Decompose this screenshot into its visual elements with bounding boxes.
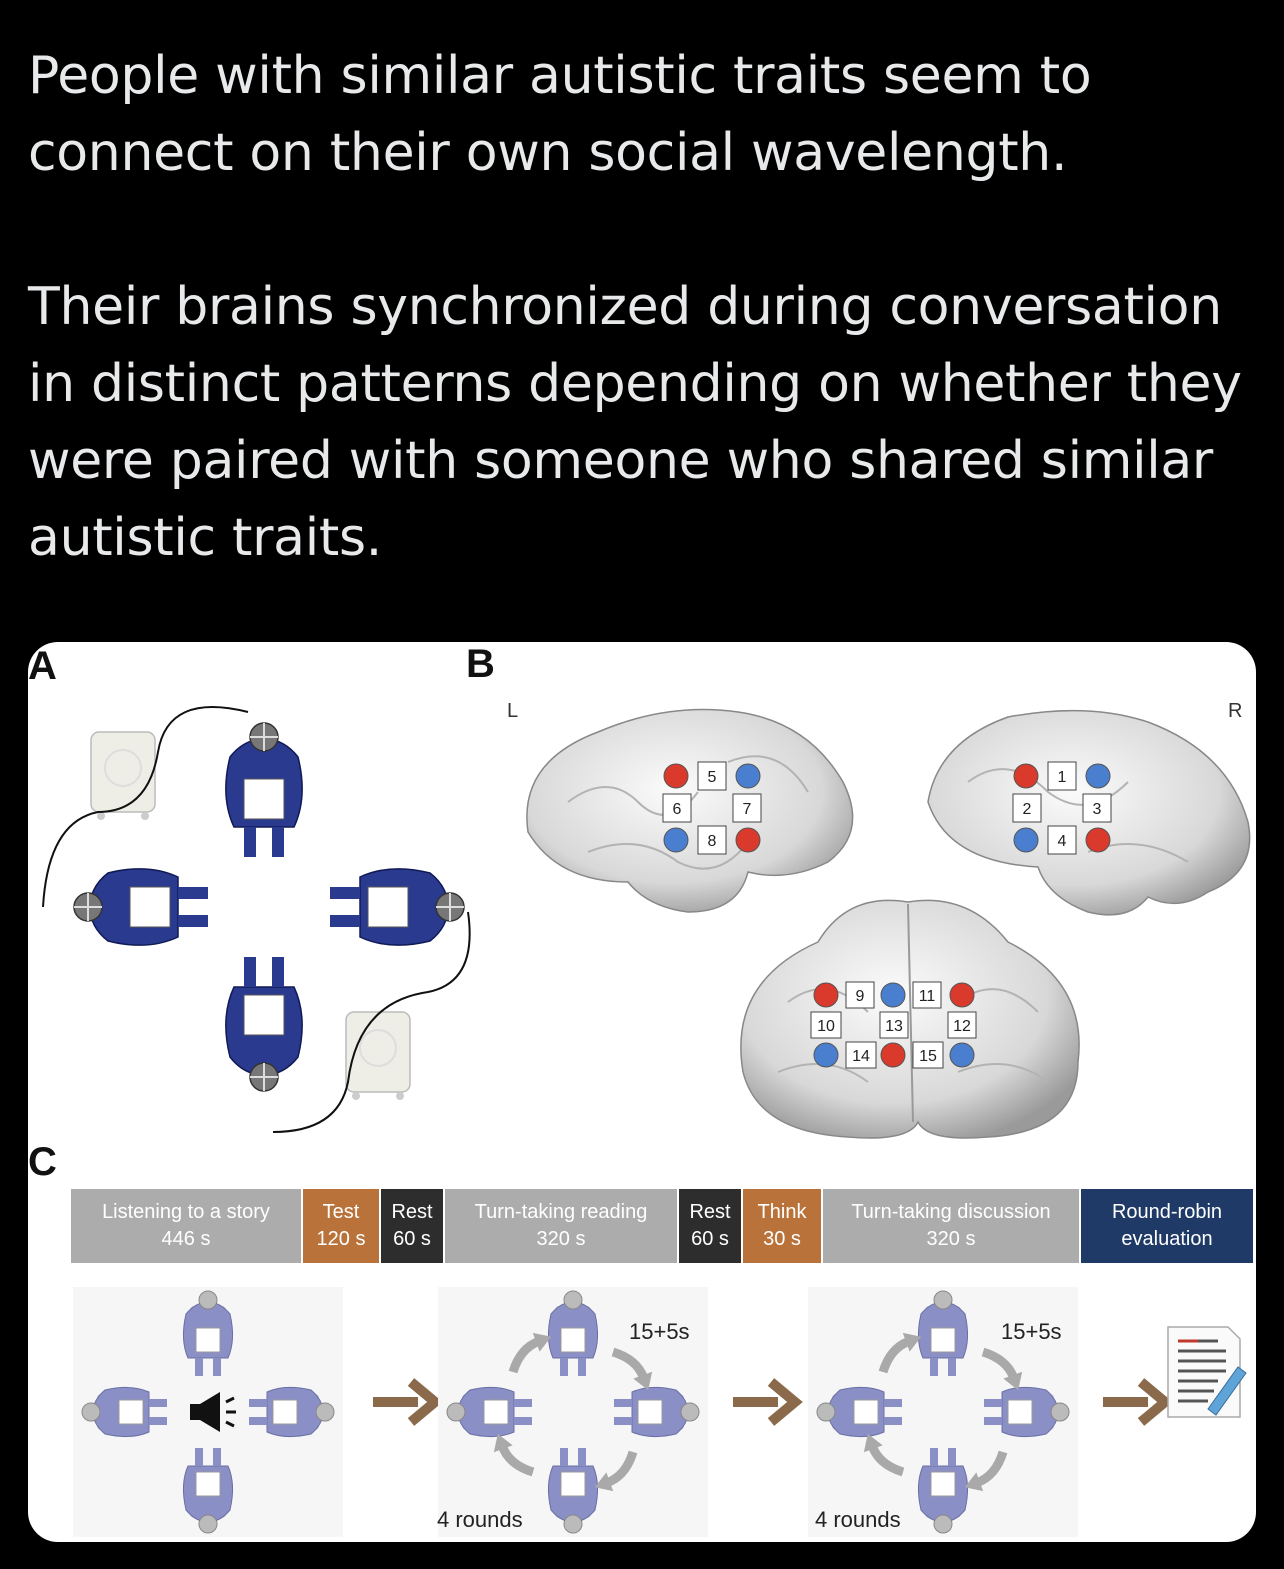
- rounds-label: 4 rounds: [815, 1507, 901, 1532]
- phase-duration: 446 s: [161, 1228, 211, 1250]
- tweet-paragraph: People with similar autistic traits seem…: [28, 46, 1092, 183]
- phase-name: Listening to a story: [102, 1201, 270, 1223]
- figure-image[interactable]: A B C L R: [28, 642, 1256, 1542]
- phase-timeline: Listening to a story 446 s Test 120 s Re…: [71, 1189, 1253, 1263]
- left-hemisphere-label: L: [507, 700, 519, 722]
- panel-a-setup-illustration: [42, 706, 471, 1133]
- turn-time-label: 15+5s: [1001, 1319, 1062, 1344]
- phase-name: Test: [322, 1201, 360, 1223]
- phase-test: Test 120 s: [303, 1189, 381, 1263]
- phase-round-robin: Round-robin evaluation: [1081, 1189, 1253, 1263]
- discussion-diagram: [808, 1287, 1078, 1537]
- tweet-paragraph: Their brains synchronized during convers…: [28, 277, 1242, 568]
- channel-label: 14: [852, 1048, 870, 1065]
- phase-turn-taking-discussion: Turn-taking discussion 320 s: [823, 1189, 1081, 1263]
- optode-grid-right: 1 2 3 4: [1012, 761, 1112, 855]
- fnirs-machine: [345, 1011, 411, 1101]
- channel-label: 13: [885, 1018, 903, 1035]
- phase-name: Turn-taking reading: [474, 1201, 648, 1223]
- panel-c-label: C: [28, 1140, 57, 1184]
- channel-label: 1: [1058, 769, 1067, 786]
- participant-bottom: [224, 956, 304, 1092]
- panel-c-procedure-illustration: [73, 1287, 1247, 1537]
- panel-a-label: A: [28, 644, 57, 688]
- phase-rest: Rest 60 s: [381, 1189, 445, 1263]
- phase-duration: 120 s: [316, 1228, 366, 1250]
- channel-label: 10: [817, 1018, 835, 1035]
- participant-top: [224, 722, 304, 858]
- channel-label: 2: [1023, 801, 1032, 818]
- channel-label: 12: [953, 1018, 971, 1035]
- listening-diagram: [73, 1287, 343, 1537]
- tweet-text: People with similar autistic traits seem…: [28, 38, 1258, 577]
- next-arrow: [733, 1382, 795, 1422]
- optode-grid-left: 5 6 7 8: [662, 761, 762, 855]
- phase-turn-taking-reading: Turn-taking reading 320 s: [445, 1189, 679, 1263]
- evaluation-document-icon: [1167, 1326, 1247, 1418]
- channel-label: 15: [919, 1048, 937, 1065]
- next-arrow: [1103, 1382, 1165, 1422]
- phase-name: Think: [757, 1201, 807, 1223]
- phase-name: Rest: [391, 1201, 433, 1223]
- phase-duration: 320 s: [926, 1228, 976, 1250]
- optode-grid-frontal: 9 10 11 12 13 14 15: [810, 981, 977, 1069]
- right-hemisphere-label: R: [1228, 700, 1243, 722]
- panel-b-brain-illustration: 5 6 7 8 1 2 3 4: [526, 708, 1251, 1139]
- phase-duration: 60 s: [691, 1228, 729, 1250]
- phase-listening: Listening to a story 446 s: [71, 1189, 303, 1263]
- phase-duration: evaluation: [1121, 1228, 1213, 1250]
- reading-diagram: [438, 1287, 708, 1537]
- phase-think: Think 30 s: [743, 1189, 823, 1263]
- next-arrow: [373, 1382, 435, 1422]
- phase-duration: 320 s: [536, 1228, 586, 1250]
- channel-label: 4: [1058, 833, 1067, 850]
- speaker-icon: [190, 1392, 236, 1432]
- phase-name: Round-robin: [1111, 1201, 1223, 1223]
- channel-label: 11: [919, 988, 936, 1005]
- participant-right: [329, 867, 465, 947]
- channel-label: 8: [708, 833, 717, 850]
- channel-label: 5: [708, 769, 717, 786]
- phase-name: Rest: [689, 1201, 731, 1223]
- panel-b-label: B: [466, 642, 495, 686]
- channel-label: 7: [743, 801, 752, 818]
- channel-label: 6: [673, 801, 682, 818]
- rounds-label: 4 rounds: [437, 1507, 523, 1532]
- channel-label: 3: [1093, 801, 1102, 818]
- channel-label: 9: [856, 988, 865, 1005]
- phase-name: Turn-taking discussion: [851, 1201, 1051, 1223]
- participant-left: [73, 867, 209, 947]
- phase-duration: 30 s: [763, 1228, 801, 1250]
- phase-duration: 60 s: [393, 1228, 431, 1250]
- phase-rest: Rest 60 s: [679, 1189, 743, 1263]
- turn-time-label: 15+5s: [629, 1319, 690, 1344]
